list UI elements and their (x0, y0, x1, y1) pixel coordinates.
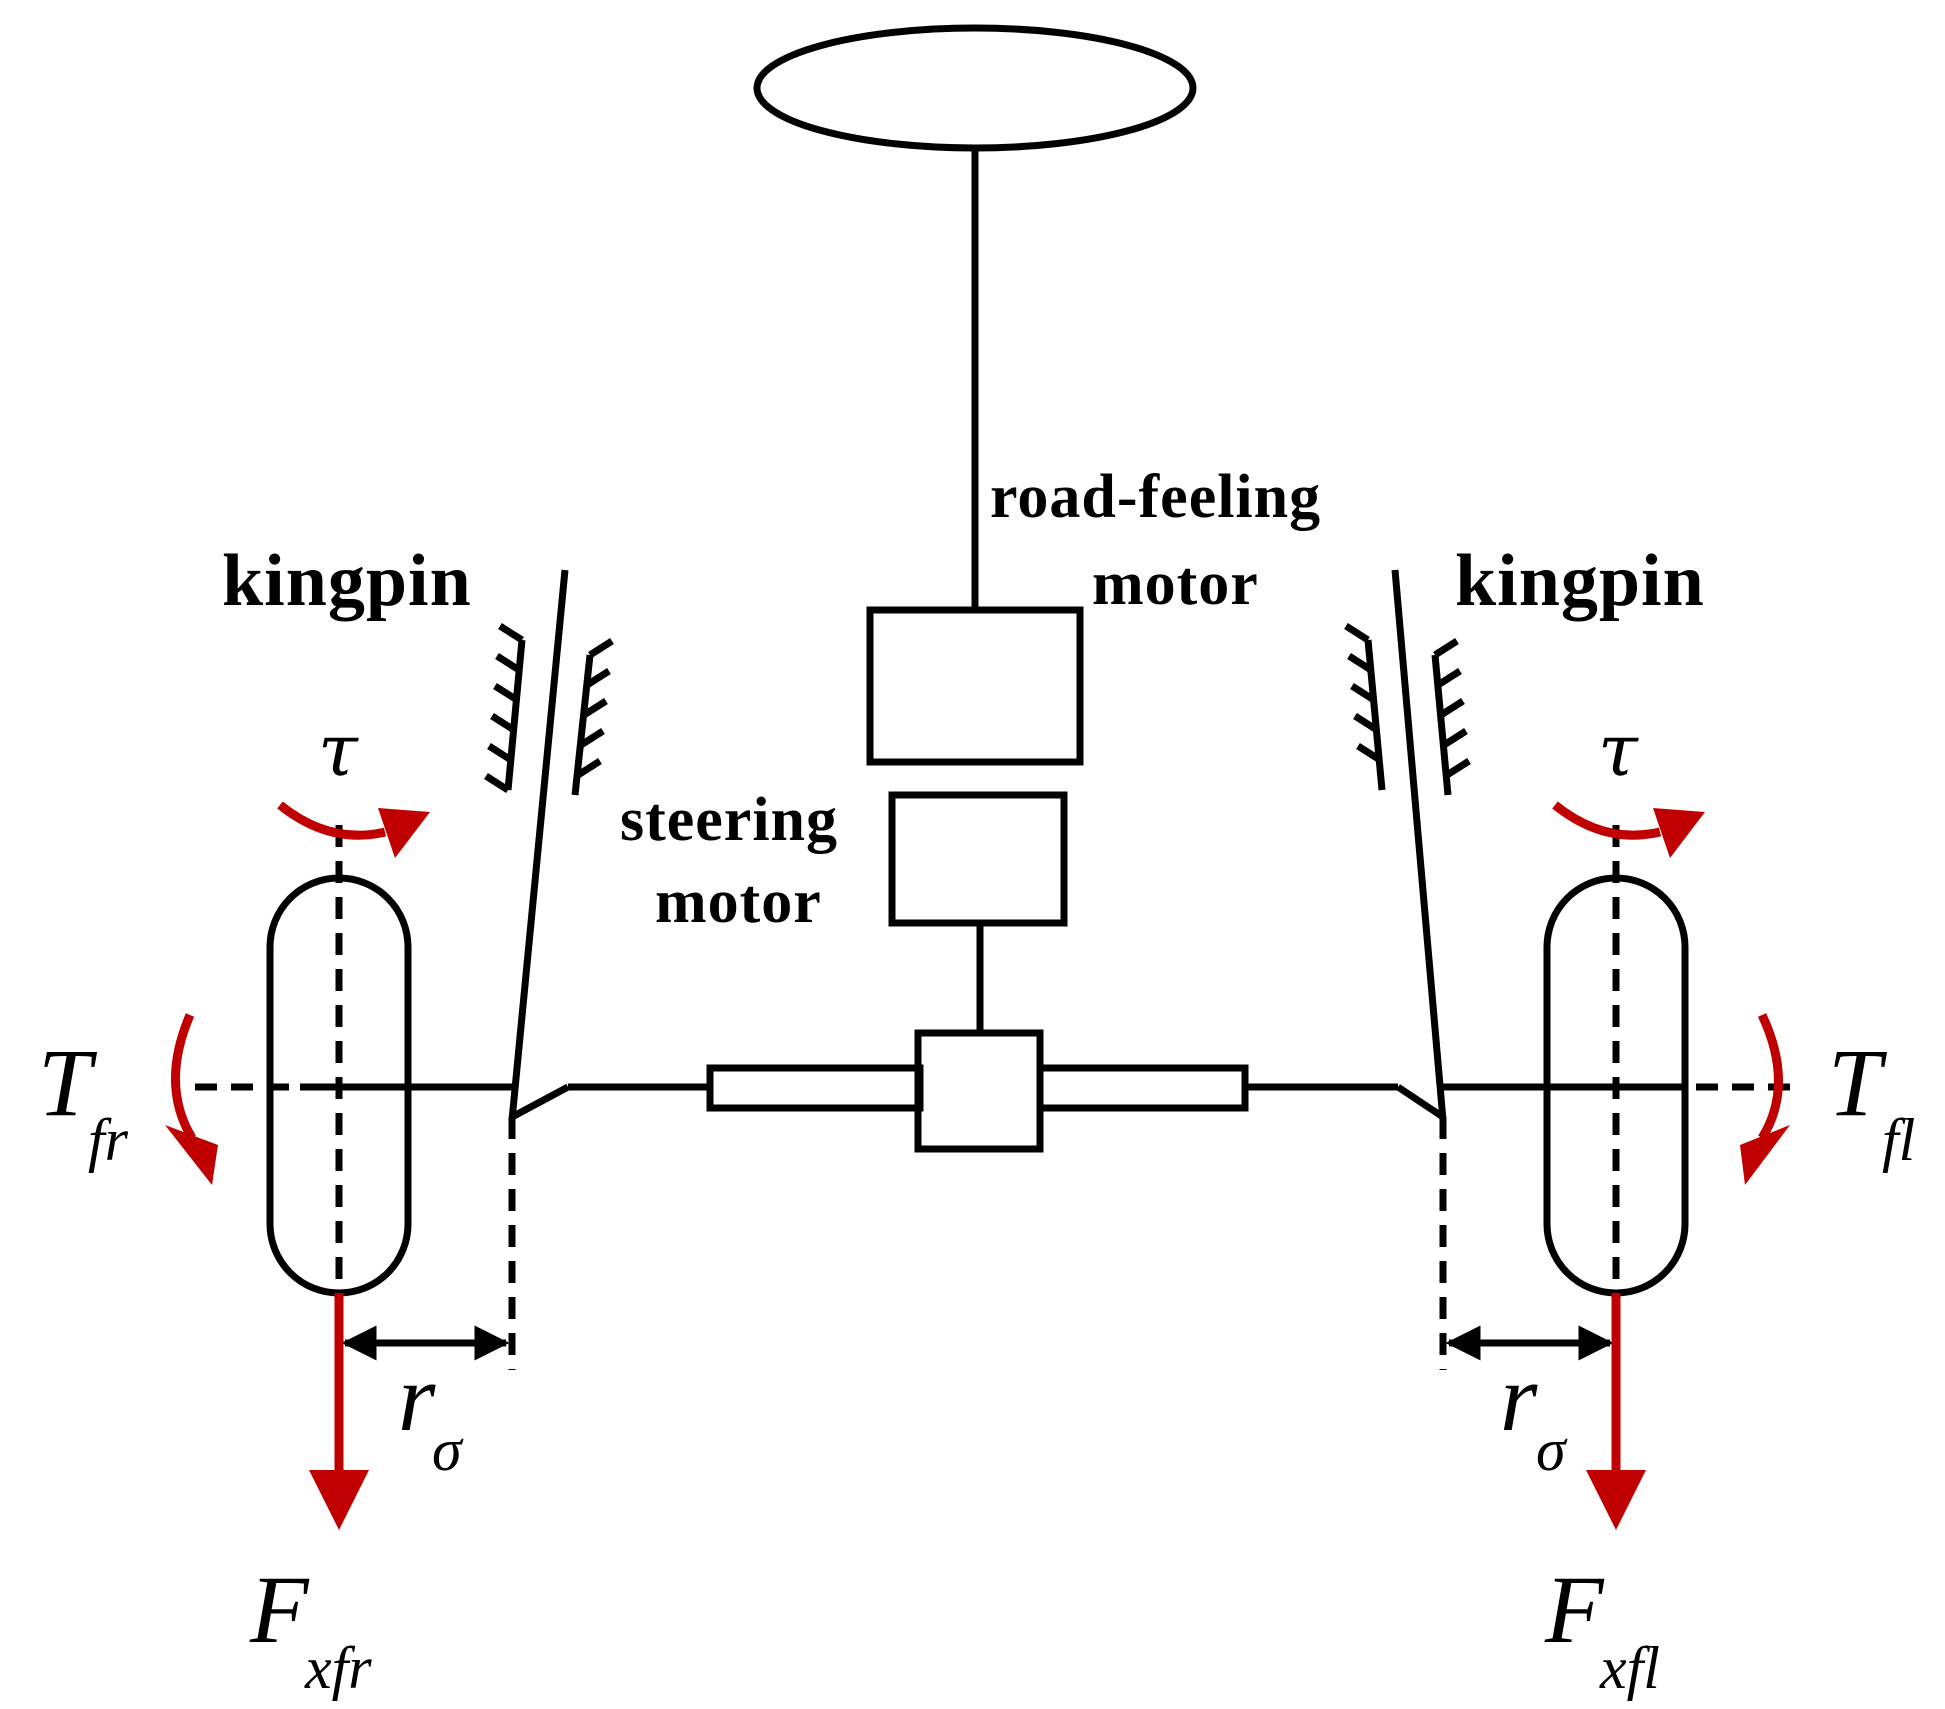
pinion-box (914, 1029, 1044, 1153)
scrub-radius-left-subscript: σ (432, 1417, 464, 1483)
tau-arrow-right (1552, 801, 1705, 858)
rack-right (1036, 1064, 1249, 1112)
force-arrow-fxfr (309, 1293, 369, 1530)
scrub-radius-right-subscript: σ (1536, 1417, 1568, 1483)
torque-tfl-symbol: T (1828, 1029, 1888, 1136)
kingpin-bearing-right (1344, 623, 1471, 796)
force-fxfl-subscript: xfl (1599, 1635, 1660, 1701)
steering-arm-right (1396, 1084, 1445, 1120)
torque-arrow-tfr (165, 1013, 218, 1185)
rack-left (706, 1064, 924, 1112)
tau-symbol-right: τ (1598, 708, 1639, 792)
road-feeling-motor-box (866, 606, 1084, 766)
steering-arm-left (510, 1083, 570, 1121)
force-fxfr-symbol: F (249, 1556, 310, 1663)
tau-arrow-left (277, 801, 430, 858)
force-arrow-fxfl (1586, 1293, 1646, 1530)
scrub-radius-left-symbol: r (398, 1344, 436, 1451)
torque-tfr-symbol: T (38, 1029, 98, 1136)
steering-motor-label: motor (655, 868, 822, 936)
steering-label: steering (620, 786, 838, 854)
road-feeling-motor-label: motor (1092, 550, 1259, 618)
steering-motor-box (888, 791, 1068, 927)
force-fxfl-symbol: F (1544, 1556, 1605, 1663)
torque-tfl-subscript: fl (1882, 1107, 1915, 1173)
force-fxfr-subscript: xfr (304, 1635, 372, 1701)
kingpin-label-right: kingpin (1455, 540, 1705, 622)
kingpin-axis-left (508, 569, 569, 1121)
kingpin-axis-right (1391, 569, 1447, 1121)
torque-arrow-tfl (1740, 1013, 1790, 1185)
road-feeling-label: road-feeling (990, 463, 1321, 531)
steering-wheel (753, 24, 1197, 152)
kingpin-label-left: kingpin (222, 540, 472, 622)
torque-tfr-subscript: fr (88, 1107, 129, 1173)
scrub-radius-right-symbol: r (1500, 1344, 1538, 1451)
tau-symbol-left: τ (318, 708, 359, 792)
kingpin-bearing-left (484, 623, 614, 796)
